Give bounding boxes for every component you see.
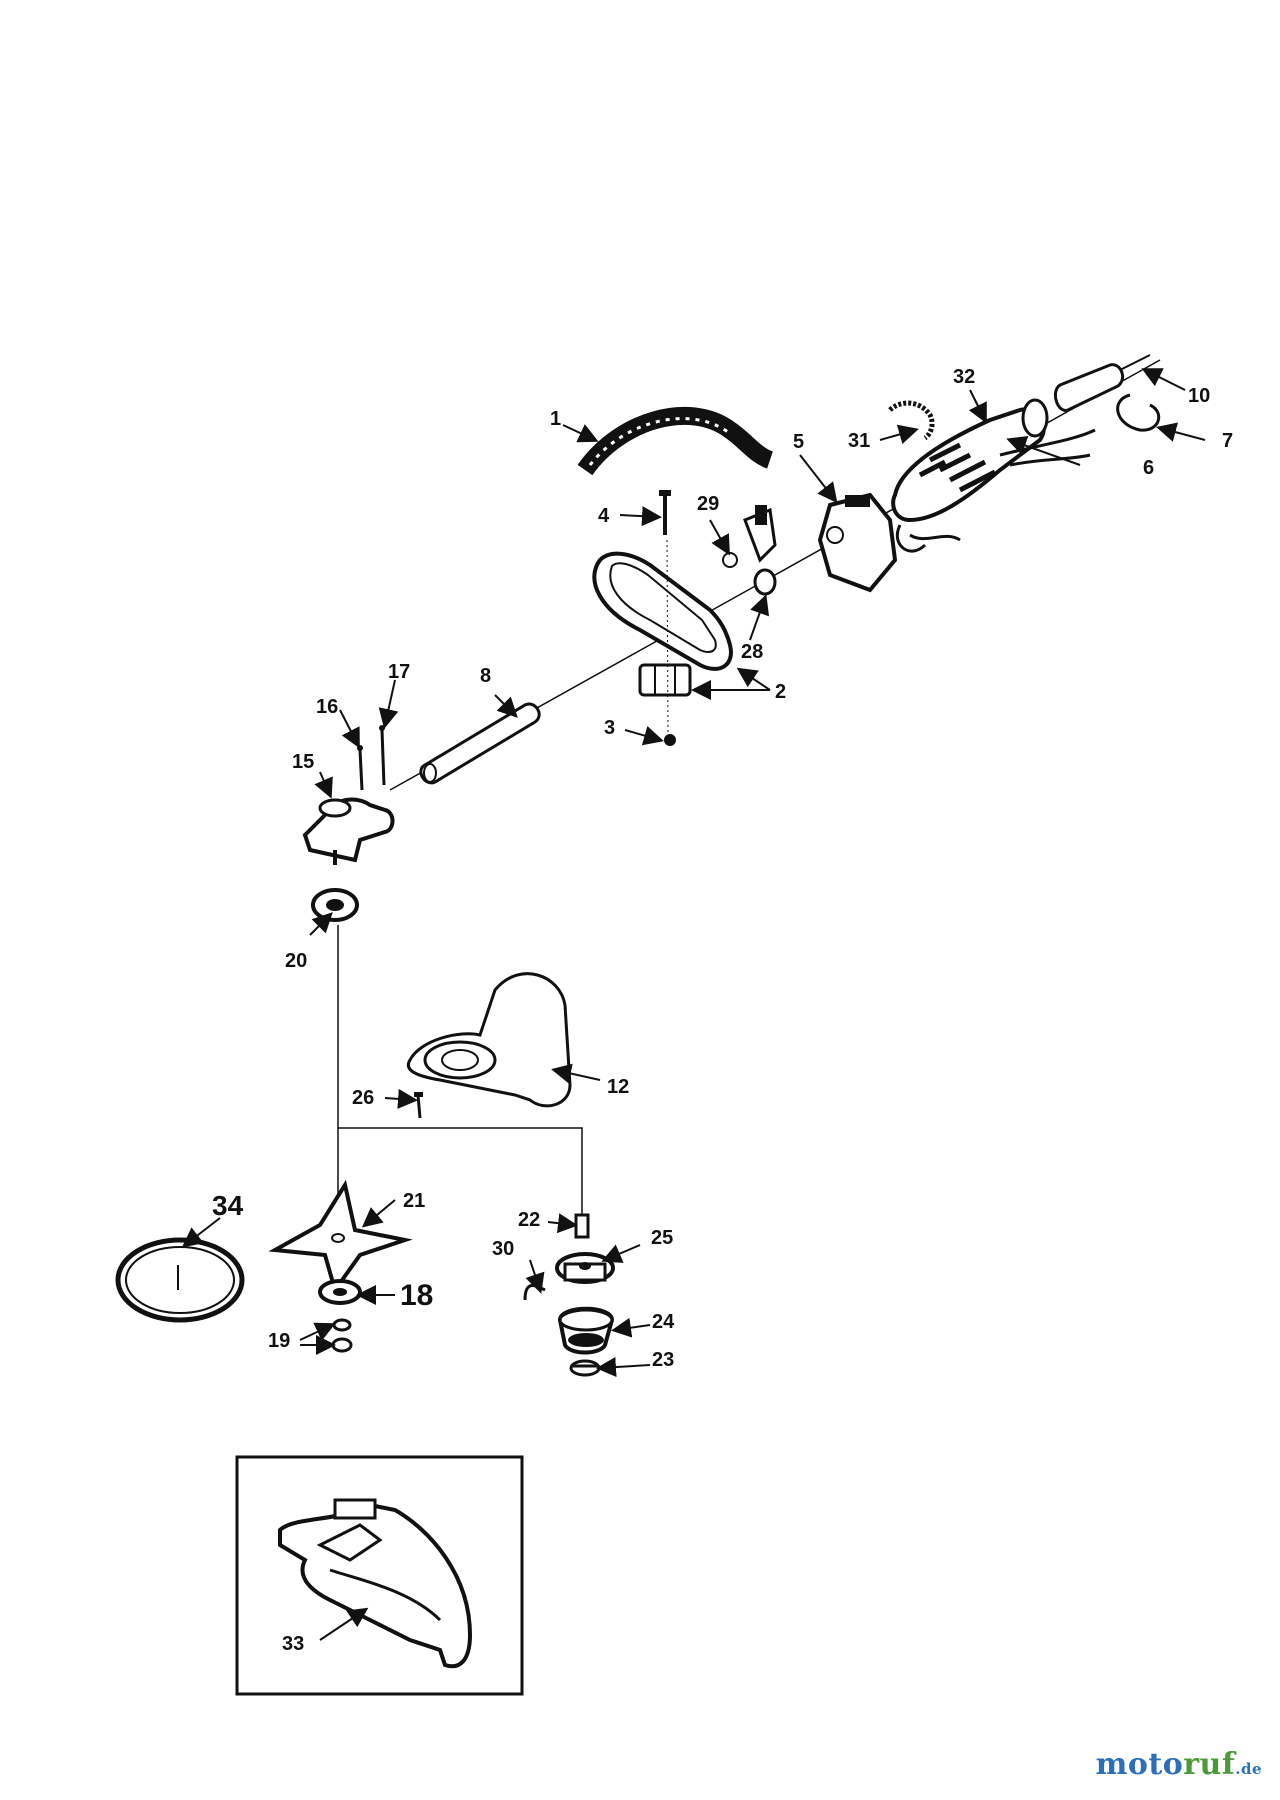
inset-box (235, 1455, 524, 1696)
callout-22: 22 (518, 1209, 540, 1231)
callout-1: 1 (550, 408, 561, 430)
part-31-retaining-ring (888, 400, 935, 441)
callout-23: 23 (652, 1349, 674, 1371)
callout-7: 7 (1222, 430, 1233, 452)
part-33-grass-deflector (278, 1498, 473, 1669)
part-34-line-coil (115, 1237, 245, 1323)
callout-29: 29 (697, 493, 719, 515)
part-3-nut (664, 734, 676, 746)
part-20-bearing (311, 888, 359, 922)
part-17-screw (379, 725, 386, 786)
part-19-nut (331, 1318, 353, 1353)
part-23-knob (569, 1359, 601, 1377)
part-8-shaft-tube (419, 702, 541, 785)
callout-3: 3 (604, 717, 615, 739)
callout-20: 20 (285, 950, 307, 972)
part-30-line (523, 1284, 546, 1301)
callout-30: 30 (492, 1238, 514, 1260)
part-16-screw (357, 745, 364, 791)
part-25-spool-head (555, 1252, 615, 1284)
callout-16: 16 (316, 696, 338, 718)
part-21-blade (268, 1179, 413, 1295)
callout-24: 24 (652, 1311, 675, 1333)
callout-10: 10 (1188, 385, 1210, 407)
callout-2: 2 (775, 681, 786, 703)
part-32-motor-housing (891, 398, 1049, 553)
callout-26: 26 (352, 1087, 374, 1109)
callout-6: 6 (1143, 457, 1154, 479)
part-22-adapter (574, 1213, 590, 1239)
callout-4: 4 (598, 505, 610, 527)
callout-labels: 1 2 3 4 5 6 7 8 10 12 15 16 17 18 19 20 … (212, 366, 1233, 1655)
part-10-cord-sleeve (1054, 354, 1151, 412)
callout-12: 12 (607, 1076, 629, 1098)
part-15-gear-head (302, 797, 395, 865)
callout-17: 17 (388, 661, 410, 683)
part-12-guard (406, 972, 572, 1108)
leader-lines (181, 368, 1206, 1641)
part-24-spool (557, 1306, 615, 1355)
callout-5: 5 (793, 431, 804, 453)
callout-8: 8 (480, 665, 491, 687)
part-2-handle (592, 551, 733, 697)
callout-31: 31 (848, 430, 870, 452)
callout-18: 18 (400, 1279, 433, 1312)
callout-25: 25 (651, 1227, 673, 1249)
part-5-switch-housing (817, 492, 898, 593)
callout-15: 15 (292, 751, 314, 773)
callout-33: 33 (282, 1633, 304, 1655)
callout-32: 32 (953, 366, 975, 388)
bracket-line (338, 1127, 583, 1215)
part-28-29-trigger (722, 505, 777, 596)
part-18-washer (318, 1279, 362, 1305)
watermark-part2: ruf (1183, 1747, 1236, 1782)
callout-21: 21 (403, 1190, 425, 1212)
callout-28: 28 (741, 641, 763, 663)
part-4-bolt (659, 490, 671, 736)
part-1-strap (577, 407, 774, 476)
callout-19: 19 (268, 1330, 290, 1352)
part-7-cord-clip (1116, 393, 1161, 432)
watermark-logo: motoruf.de (1096, 1747, 1262, 1782)
watermark-part1: moto (1095, 1747, 1184, 1782)
callout-34: 34 (212, 1190, 244, 1221)
part-26-screw (414, 1092, 423, 1119)
watermark-domain: .de (1235, 1760, 1262, 1778)
